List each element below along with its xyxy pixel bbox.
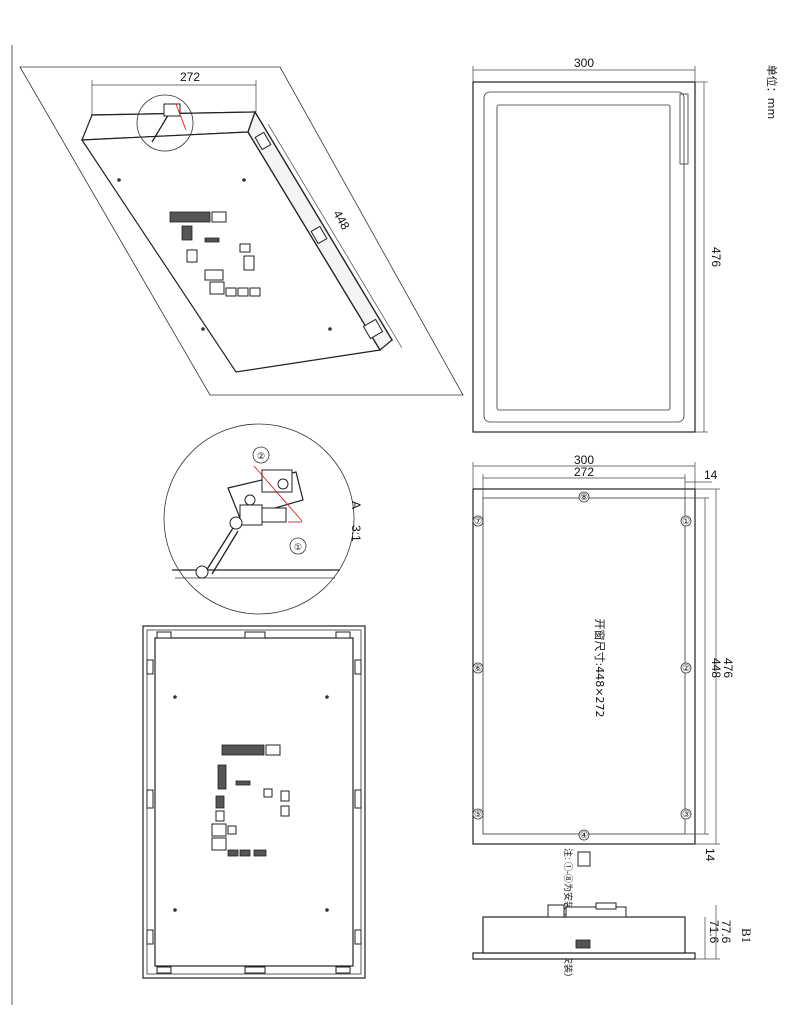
detail-a-circle (163, 423, 355, 615)
cutout-hole-2: ② (680, 662, 692, 674)
rear-view (142, 625, 366, 979)
svg-text:③: ③ (682, 809, 690, 819)
cutout-hole-1: ① (680, 515, 692, 527)
front-dim-476: 476 (709, 247, 723, 267)
svg-text:②: ② (257, 451, 265, 461)
iso-clip (310, 225, 328, 245)
detail-scale: 3:1 (349, 525, 363, 542)
front-side-strip (679, 93, 689, 165)
cutout-dim-14-top: 14 (704, 468, 718, 482)
svg-text:②: ② (682, 663, 690, 673)
detail-label: A (349, 501, 363, 509)
svg-text:⑦: ⑦ (474, 516, 482, 526)
front-inner-bezel (483, 91, 685, 423)
iso-dim-448: 448 (330, 208, 352, 233)
iso-clip (362, 318, 384, 340)
cutout-dim-476: 476 (721, 658, 735, 678)
iso-clip (254, 131, 272, 151)
detail-screw-head (195, 565, 209, 579)
cutout-hole-6: ⑥ (472, 662, 484, 674)
detail-screw (205, 527, 234, 572)
iso-wall-outline (19, 66, 464, 396)
cutout-dim-300: 300 (574, 453, 594, 467)
cutout-hole-7: ⑦ (472, 515, 484, 527)
front-bezel (472, 81, 696, 433)
iso-dim-272: 272 (180, 70, 200, 84)
clip-symbol (577, 851, 591, 867)
side-bezel (472, 952, 696, 960)
cutout-dim-448: 448 (709, 658, 723, 678)
iso-detail-circle (136, 94, 194, 152)
front-dim-300: 300 (574, 56, 594, 70)
detail-a-view: ② ① A 3:1 (163, 423, 363, 615)
side-label: B1 (739, 928, 754, 943)
iso-dim-448-line (267, 123, 403, 349)
cutout-view: 300 272 14 448 476 14 开窗尺寸:448×272 ① ② ③… (472, 453, 735, 982)
side-dim-77-6: 77.6 (719, 920, 733, 944)
svg-text:⑧: ⑧ (580, 492, 588, 502)
svg-text:⑥: ⑥ (474, 663, 482, 673)
cutout-hole-5: ⑤ (472, 808, 484, 820)
svg-text:①: ① (294, 542, 302, 552)
svg-text:④: ④ (580, 830, 588, 840)
isometric-view: 272 448 (19, 66, 464, 396)
rear-back-cover (154, 637, 354, 967)
front-view: 300 476 (472, 56, 723, 433)
cutout-hole-3: ③ (680, 808, 692, 820)
units-label: 单位：mm (765, 65, 779, 119)
side-view: 71.6 77.6 B1 (472, 902, 754, 960)
cutout-hole-4: ④ (578, 829, 590, 841)
detail-callout-1 (289, 537, 307, 555)
rear-clips (146, 631, 362, 974)
front-screen (496, 104, 671, 411)
svg-text:①: ① (682, 516, 690, 526)
detail-callout-2 (252, 446, 270, 464)
rear-io-board (211, 744, 290, 857)
side-dim-71-6: 71.6 (707, 920, 721, 944)
svg-text:⑤: ⑤ (474, 809, 482, 819)
cutout-outer-frame (472, 488, 696, 845)
cutout-dim-14-bottom: 14 (703, 848, 717, 862)
cutout-hole-8: ⑧ (578, 491, 590, 503)
cutout-dim-272: 272 (574, 465, 594, 479)
iso-io-board (169, 211, 261, 297)
cutout-size-text: 开窗尺寸:448×272 (593, 619, 607, 718)
